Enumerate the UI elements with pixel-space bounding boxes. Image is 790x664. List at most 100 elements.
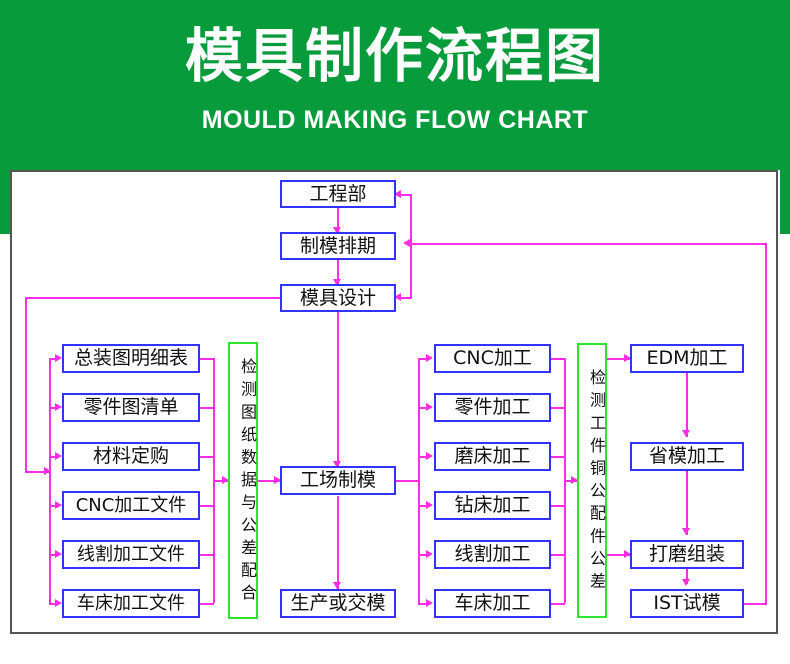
arrowhead-right-left-branch: [44, 467, 51, 475]
branch-stub-l2: [49, 407, 57, 409]
arrowhead-right-r3: [426, 452, 433, 460]
branch-stub-l4: [49, 505, 57, 507]
arrowhead-left-engineering: [394, 190, 401, 198]
node-gate-check-drawing-tolerance[interactable]: 检测图纸数据与公差配合: [228, 342, 258, 619]
node-mould-schedule[interactable]: 制模排期: [280, 232, 396, 260]
node-cnc-machining[interactable]: CNC加工: [434, 344, 551, 373]
banner-left-strip: [0, 170, 10, 234]
arrowhead-right-l3: [55, 452, 62, 460]
left-feedback-bus-vertical: [25, 297, 27, 473]
banner-right-strip: [780, 170, 790, 234]
node-part-drawing-list[interactable]: 零件图清单: [62, 393, 200, 422]
arrowhead-left-design: [394, 293, 401, 301]
node-cnc-machining-file[interactable]: CNC加工文件: [62, 491, 200, 520]
node-wirecut-machining[interactable]: 线割加工: [434, 540, 551, 569]
merge-stub-r3: [551, 456, 565, 458]
node-lathe-machining-file[interactable]: 车床加工文件: [62, 589, 200, 618]
merge-stub-l4: [200, 505, 214, 507]
page-title-chinese: 模具制作流程图: [184, 22, 605, 90]
arrowhead-down-production: [333, 582, 341, 589]
edge-gate2-to-polish: [607, 554, 630, 556]
node-polish-assembly[interactable]: 打磨组装: [630, 540, 744, 569]
node-gate-check-workpiece-tolerance[interactable]: 检测工件铜公配件公差: [577, 343, 607, 618]
arrowhead-right-r1: [426, 354, 433, 362]
edge-gate2-to-edm: [607, 358, 630, 360]
edge-design-to-workshop: [337, 312, 339, 468]
branch-stub-l6: [49, 603, 57, 605]
branch-stub-l5: [49, 554, 57, 556]
feedback-to-schedule: [410, 243, 767, 245]
feedback-branch-bus: [410, 194, 412, 298]
branch-stub-r4: [418, 505, 428, 507]
branch-stub-r5: [418, 554, 428, 556]
branch-stub-r1: [418, 358, 428, 360]
arrowhead-down-workshop: [333, 461, 341, 468]
arrowhead-right-gate2: [571, 476, 578, 484]
arrowhead-right-r5: [426, 550, 433, 558]
node-material-order[interactable]: 材料定购: [62, 442, 200, 471]
node-part-machining[interactable]: 零件加工: [434, 393, 551, 422]
edge-engineering-to-schedule: [337, 208, 339, 234]
node-assembly-drawing-list[interactable]: 总装图明细表: [62, 344, 200, 373]
merge-stub-l1: [200, 358, 214, 360]
edge-workshop-right-out: [396, 480, 420, 482]
merge-stub-l6: [200, 603, 214, 605]
arrowhead-right-l1: [55, 354, 62, 362]
node-edm-machining[interactable]: EDM加工: [630, 344, 744, 373]
arrowhead-down-schedule: [333, 227, 341, 234]
edge-gate1-to-workshop: [257, 480, 281, 482]
branch-stub-r6: [418, 603, 428, 605]
node-production-or-delivery[interactable]: 生产或交模: [280, 589, 396, 618]
node-grinding-machining[interactable]: 磨床加工: [434, 442, 551, 471]
node-mould-design[interactable]: 模具设计: [280, 284, 396, 312]
arrowhead-right-r6: [426, 599, 433, 607]
right-branch-bus: [418, 358, 420, 603]
merge-stub-r5: [551, 554, 565, 556]
node-lathe-machining[interactable]: 车床加工: [434, 589, 551, 618]
left-branch-bus: [49, 358, 51, 603]
feedback-to-design: [398, 297, 412, 299]
arrowhead-down-savemould: [682, 430, 690, 437]
right-feedback-bus: [765, 243, 767, 605]
edge-ist-right-out: [744, 603, 767, 605]
branch-stub-l1: [49, 358, 57, 360]
arrowhead-right-r4: [426, 501, 433, 509]
page-banner: [0, 0, 790, 170]
arrowhead-right-workshop: [274, 476, 281, 484]
merge-stub-r1: [551, 358, 565, 360]
page-title-english: MOULD MAKING FLOW CHART: [201, 106, 589, 134]
arrowhead-down-polish: [682, 528, 690, 535]
edge-workshop-to-production: [337, 496, 339, 589]
arrowhead-right-polish: [624, 550, 631, 558]
edge-design-left-out: [25, 297, 280, 299]
left-bus-to-branch: [25, 471, 50, 473]
feedback-to-engineering: [398, 194, 412, 196]
branch-stub-r2: [418, 407, 428, 409]
node-drilling-machining[interactable]: 钻床加工: [434, 491, 551, 520]
edge-left-merge-to-gate1: [213, 480, 229, 482]
edge-savemould-to-polish: [686, 471, 688, 535]
branch-stub-r3: [418, 456, 428, 458]
arrowhead-right-r2: [426, 403, 433, 411]
node-mould-polish-machining[interactable]: 省模加工: [630, 442, 744, 471]
node-ist-mould-trial[interactable]: IST试模: [630, 589, 744, 618]
arrowhead-right-l6: [55, 599, 62, 607]
arrowhead-down-ist: [682, 579, 690, 586]
arrowhead-right-l2: [55, 403, 62, 411]
branch-stub-l3: [49, 456, 57, 458]
merge-stub-l5: [200, 554, 214, 556]
node-engineering-dept[interactable]: 工程部: [280, 180, 396, 208]
edge-edm-to-savemould: [686, 373, 688, 437]
node-wirecut-machining-file[interactable]: 线割加工文件: [62, 540, 200, 569]
merge-stub-l2: [200, 407, 214, 409]
arrowhead-left-schedule: [403, 239, 410, 247]
arrowhead-down-design: [333, 279, 341, 286]
arrowhead-right-edm: [624, 354, 631, 362]
node-workshop-mould-making[interactable]: 工场制模: [280, 466, 396, 495]
edge-schedule-to-design: [337, 260, 339, 286]
edge-polish-to-ist: [686, 569, 688, 584]
arrowhead-right-l4: [55, 501, 62, 509]
merge-stub-r6: [551, 603, 565, 605]
merge-stub-r2: [551, 407, 565, 409]
